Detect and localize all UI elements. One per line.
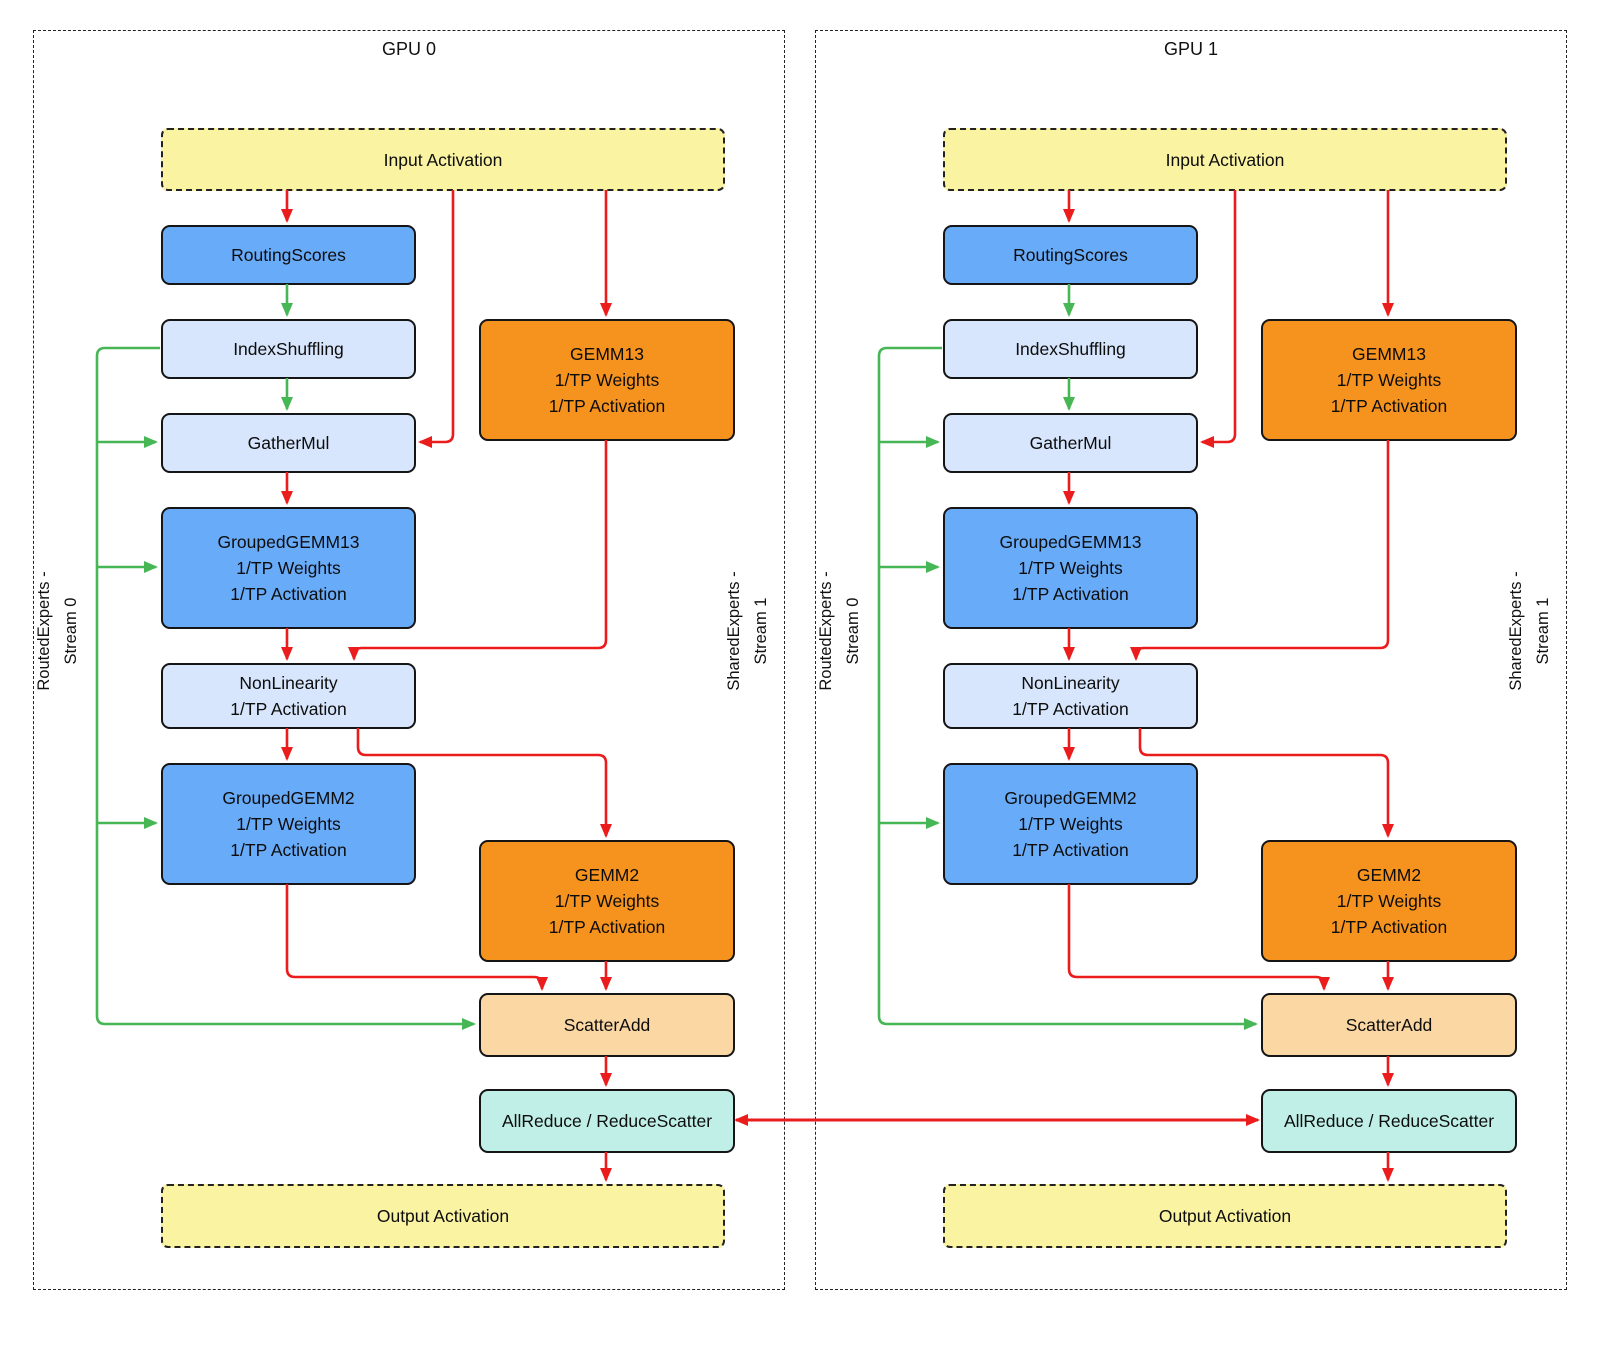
node-grouped-gemm2: GroupedGEMM2 1/TP Weights 1/TP Activatio…: [943, 763, 1198, 885]
label-routed-experts-stream0: RoutedExperts - Stream 0: [35, 571, 80, 691]
node-label: IndexShuffling: [1015, 339, 1126, 359]
node-label: NonLinearity: [1021, 673, 1120, 693]
node-subline: 1/TP Activation: [1012, 840, 1129, 860]
node-grouped-gemm2: GroupedGEMM2 1/TP Weights 1/TP Activatio…: [161, 763, 416, 885]
node-gemm13: GEMM13 1/TP Weights 1/TP Activation: [479, 319, 735, 441]
node-output-activation: Output Activation: [161, 1184, 725, 1248]
node-subline: 1/TP Activation: [1012, 584, 1129, 604]
node-label: GroupedGEMM13: [999, 532, 1142, 552]
node-label: GEMM2: [1356, 865, 1422, 885]
node-non-linearity: NonLinearity 1/TP Activation: [943, 663, 1198, 729]
node-grouped-gemm13: GroupedGEMM13 1/TP Weights 1/TP Activati…: [161, 507, 416, 629]
node-subline: 1/TP Weights: [1336, 370, 1442, 390]
panel-gpu0-title: GPU 0: [381, 39, 437, 59]
node-label: Input Activation: [383, 149, 503, 170]
node-subline: 1/TP Weights: [1336, 891, 1442, 911]
node-label: Output Activation: [376, 1206, 510, 1226]
node-subline: 1/TP Weights: [236, 814, 341, 834]
label-routed-experts-stream0: RoutedExperts - Stream 0: [817, 571, 862, 691]
node-label: NonLinearity: [239, 673, 338, 693]
label-shared-experts-stream1: SharedExperts - Stream 1: [725, 571, 770, 691]
node-subline: 1/TP Activation: [230, 840, 347, 860]
node-label: GEMM13: [570, 344, 644, 364]
node-gemm2: GEMM2 1/TP Weights 1/TP Activation: [479, 840, 735, 962]
node-label: GatherMul: [247, 433, 330, 453]
node-gemm2: GEMM2 1/TP Weights 1/TP Activation: [1261, 840, 1517, 962]
node-scatter-add: ScatterAdd: [1261, 993, 1517, 1057]
node-label: GEMM2: [574, 865, 640, 885]
node-subline: 1/TP Weights: [1018, 814, 1123, 834]
node-input-activation: Input Activation: [943, 128, 1507, 191]
node-subline: 1/TP Activation: [1330, 917, 1448, 937]
node-label: ScatterAdd: [1345, 1015, 1433, 1035]
node-input-activation: Input Activation: [161, 128, 725, 191]
node-label: ScatterAdd: [563, 1015, 651, 1035]
node-subline: 1/TP Activation: [548, 396, 666, 416]
node-label: AllReduce / ReduceScatter: [1283, 1111, 1495, 1131]
node-subline: 1/TP Weights: [236, 558, 341, 578]
node-routing-scores: RoutingScores: [943, 225, 1198, 285]
node-subline: 1/TP Activation: [1012, 699, 1129, 719]
node-subline: 1/TP Activation: [548, 917, 666, 937]
node-gather-mul: GatherMul: [161, 413, 416, 473]
panel-gpu0: GPU 0 Input Activation RoutingScores Ind…: [33, 30, 785, 1290]
node-subline: 1/TP Weights: [1018, 558, 1123, 578]
node-subline: 1/TP Activation: [230, 699, 347, 719]
node-index-shuffling: IndexShuffling: [161, 319, 416, 379]
node-label: Output Activation: [1158, 1206, 1292, 1226]
node-subline: 1/TP Weights: [554, 370, 660, 390]
node-subline: 1/TP Activation: [230, 584, 347, 604]
node-index-shuffling: IndexShuffling: [943, 319, 1198, 379]
node-output-activation: Output Activation: [943, 1184, 1507, 1248]
node-label: Input Activation: [1165, 149, 1285, 170]
node-label: AllReduce / ReduceScatter: [501, 1111, 713, 1131]
node-label: IndexShuffling: [233, 339, 344, 359]
node-label: GroupedGEMM2: [1004, 788, 1137, 808]
node-label: GEMM13: [1352, 344, 1426, 364]
node-gemm13: GEMM13 1/TP Weights 1/TP Activation: [1261, 319, 1517, 441]
node-label: RoutingScores: [231, 245, 346, 265]
node-non-linearity: NonLinearity 1/TP Activation: [161, 663, 416, 729]
node-gather-mul: GatherMul: [943, 413, 1198, 473]
node-subline: 1/TP Activation: [1330, 396, 1448, 416]
panel-gpu1: GPU 1 Input Activation RoutingScores Ind…: [815, 30, 1567, 1290]
node-allreduce: AllReduce / ReduceScatter: [1261, 1089, 1517, 1153]
node-grouped-gemm13: GroupedGEMM13 1/TP Weights 1/TP Activati…: [943, 507, 1198, 629]
node-label: GroupedGEMM2: [222, 788, 355, 808]
node-label: GroupedGEMM13: [217, 532, 360, 552]
label-shared-experts-stream1: SharedExperts - Stream 1: [1507, 571, 1552, 691]
node-scatter-add: ScatterAdd: [479, 993, 735, 1057]
node-allreduce: AllReduce / ReduceScatter: [479, 1089, 735, 1153]
panel-gpu1-title: GPU 1: [1163, 39, 1219, 59]
node-label: RoutingScores: [1013, 245, 1128, 265]
node-subline: 1/TP Weights: [554, 891, 660, 911]
node-routing-scores: RoutingScores: [161, 225, 416, 285]
node-label: GatherMul: [1029, 433, 1112, 453]
